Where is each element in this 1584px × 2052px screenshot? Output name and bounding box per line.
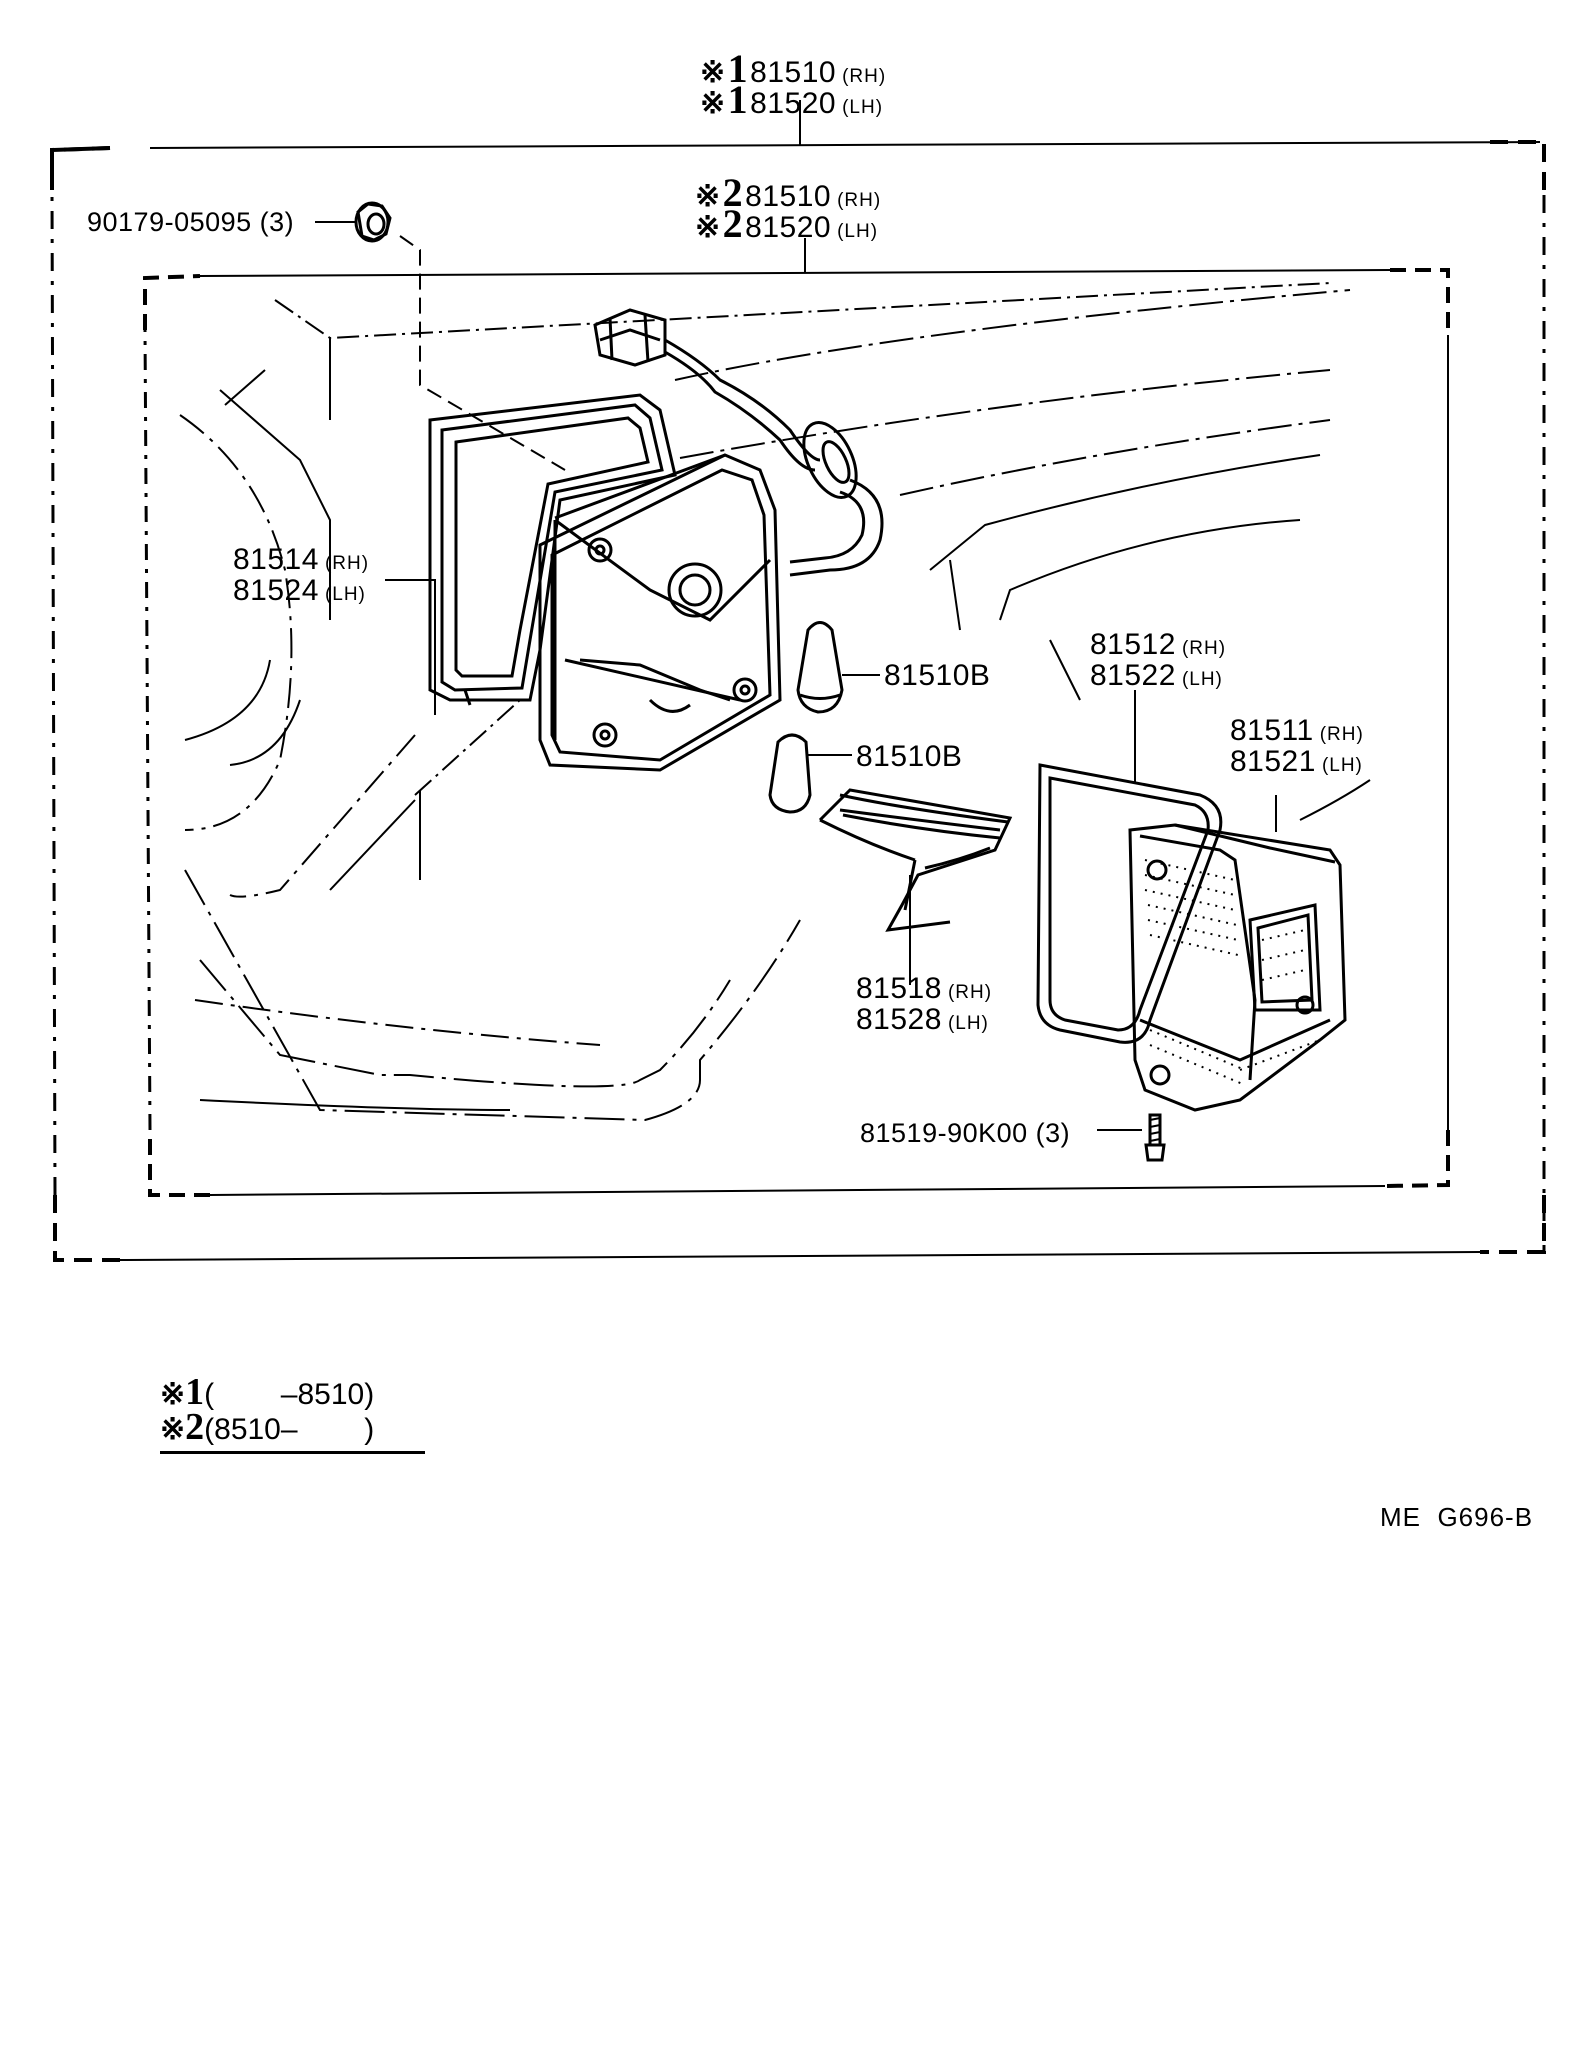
side-marker: (LH)	[1181, 669, 1223, 690]
nut-icon	[315, 201, 566, 471]
variant-index: 2	[185, 1406, 205, 1448]
side-marker: (RH)	[1319, 724, 1364, 745]
side-marker: (LH)	[324, 584, 366, 605]
callout-bulb-upper: 81510B	[884, 659, 991, 692]
lamp-lens	[1128, 823, 1347, 1112]
part-number: 81512	[1090, 628, 1176, 661]
screw-icon	[1097, 1113, 1166, 1162]
variant-index: 1	[727, 77, 749, 122]
part-number: 81510	[750, 56, 837, 89]
side-marker: (LH)	[947, 1013, 989, 1034]
callout-housing-rh: 81514(RH)	[233, 545, 369, 579]
reference-mark: ※	[160, 1378, 186, 1411]
part-number: 81522	[1090, 659, 1176, 692]
side-marker: (LH)	[837, 221, 879, 242]
figure-code: ME G696-B	[1380, 1502, 1534, 1532]
part-number: 81528	[856, 1003, 942, 1036]
header-label-v1-rh: ※181510(RH)	[700, 49, 887, 92]
reference-mark: ※	[160, 1413, 186, 1446]
callout-nut: 90179-05095 (3)	[87, 207, 295, 237]
footnote-variant-2: ※2(8510– )	[160, 1408, 425, 1454]
part-number: 81518	[856, 972, 942, 1005]
part-number: 81510	[745, 180, 832, 213]
part-number: 81514	[233, 543, 319, 576]
wiring-harness	[593, 308, 884, 577]
side-marker: (RH)	[837, 190, 882, 211]
footnote-variant-1: ※1( –8510)	[160, 1373, 375, 1412]
reflector	[818, 788, 1013, 932]
bulb-upper	[796, 621, 880, 714]
side-marker: (LH)	[842, 97, 884, 118]
part-number: 81511	[1230, 714, 1314, 747]
side-marker: (RH)	[842, 66, 887, 87]
bulb-lower	[768, 733, 852, 814]
part-number: 81520	[745, 211, 832, 244]
callout-screw: 81519-90K00 (3)	[860, 1118, 1071, 1148]
side-marker: (RH)	[324, 553, 370, 574]
lamp-housing	[538, 453, 782, 772]
variant-index: 1	[727, 46, 749, 91]
vehicle-body-outline	[179, 282, 1371, 1122]
inner-assembly-bracket	[143, 238, 1450, 1197]
header-label-v2-rh: ※281510(RH)	[695, 173, 882, 216]
callout-reflector-lh: 81528(LH)	[856, 1005, 989, 1039]
housing-gasket	[428, 393, 677, 706]
reference-mark: ※	[700, 56, 726, 89]
callout-lens-rh: 81511(RH)	[1230, 716, 1364, 750]
date-range: (8510– )	[204, 1413, 375, 1446]
header-label-v2-lh: ※281520(LH)	[695, 204, 879, 247]
part-number: 81521	[1230, 745, 1316, 778]
side-marker: (RH)	[947, 982, 993, 1003]
outer-assembly-bracket	[50, 100, 1546, 1262]
side-marker: (RH)	[1181, 638, 1227, 659]
callout-gasket-rh: 81512(RH)	[1090, 630, 1226, 664]
callout-gasket-lh: 81522(LH)	[1090, 661, 1223, 695]
lens-gasket	[1036, 763, 1223, 1044]
reference-mark: ※	[695, 180, 721, 213]
date-range: ( –8510)	[204, 1378, 375, 1411]
variant-index: 2	[722, 170, 744, 215]
part-number: 81524	[233, 574, 319, 607]
leader-lines	[385, 579, 1277, 985]
part-number: 81520	[750, 87, 837, 120]
reference-mark: ※	[695, 211, 721, 244]
callout-housing-lh: 81524(LH)	[233, 576, 366, 610]
reference-mark: ※	[700, 87, 726, 120]
callout-lens-lh: 81521(LH)	[1230, 747, 1363, 781]
header-label-v1-lh: ※181520(LH)	[700, 80, 884, 123]
side-marker: (LH)	[1321, 755, 1363, 776]
variant-index: 1	[185, 1371, 205, 1413]
callout-reflector-rh: 81518(RH)	[856, 974, 992, 1008]
callout-bulb-lower: 81510B	[856, 740, 963, 773]
variant-index: 2	[722, 201, 744, 246]
